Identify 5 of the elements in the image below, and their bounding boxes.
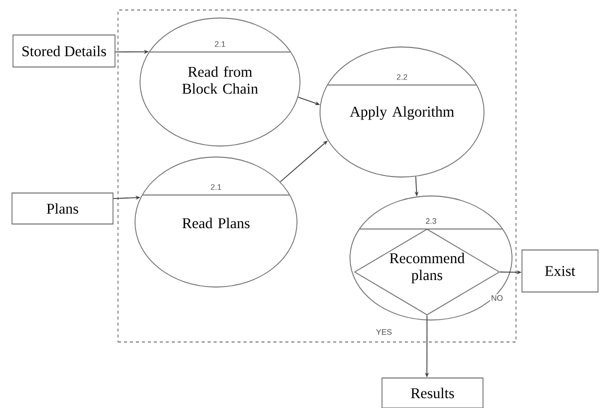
entity-box: Exist [522,250,598,292]
entity-box: Plans [12,192,114,224]
entity-box: Results [382,378,484,408]
dashed-boundary [118,10,516,342]
entity-box: Stored Details [12,34,116,68]
